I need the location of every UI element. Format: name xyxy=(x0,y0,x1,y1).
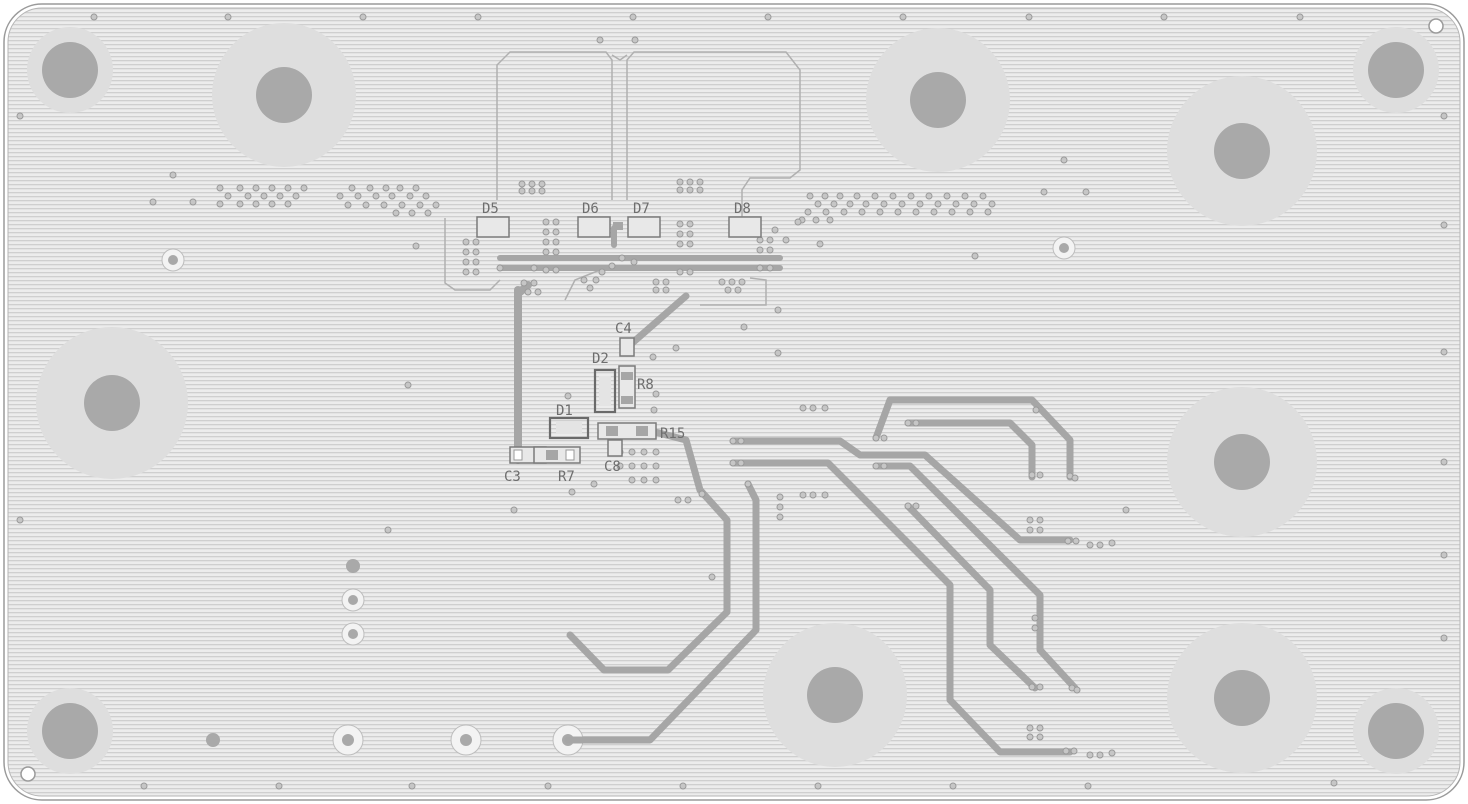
mounting-hole xyxy=(256,67,312,123)
d6-footprint xyxy=(577,216,611,238)
d7-footprint xyxy=(627,216,661,238)
c4-pads xyxy=(619,337,635,357)
mounting-hole xyxy=(1368,703,1424,759)
mounting-hole xyxy=(1368,42,1424,98)
label-d5: D5 xyxy=(482,201,499,217)
label-r7: R7 xyxy=(558,469,575,485)
through-hole-pads xyxy=(161,236,1076,756)
d5-footprint xyxy=(476,216,510,238)
d1-footprint xyxy=(548,416,590,440)
fiducial xyxy=(20,766,36,782)
label-c4: C4 xyxy=(615,321,632,337)
top-outline-traces xyxy=(444,51,801,306)
d8-footprint xyxy=(728,216,762,238)
vias xyxy=(16,13,1448,790)
mounting-hole xyxy=(910,72,966,128)
mounting-hole xyxy=(42,42,98,98)
mounting-hole xyxy=(1214,123,1270,179)
copper-traces xyxy=(497,225,1079,756)
component-footprints xyxy=(476,216,762,464)
mounting-hole xyxy=(807,667,863,723)
silkscreen-labels: D5 D6 D7 D8 C4 D2 R8 D1 R15 C8 C3 R7 xyxy=(482,201,751,485)
fiducial xyxy=(1428,18,1444,34)
label-c8: C8 xyxy=(604,459,621,475)
d2-footprint xyxy=(593,368,617,414)
label-r15: R15 xyxy=(660,426,685,442)
label-c3: C3 xyxy=(504,469,521,485)
mounting-holes xyxy=(42,42,1424,759)
label-d6: D6 xyxy=(582,201,599,217)
label-d2: D2 xyxy=(592,351,609,367)
c8-pads xyxy=(607,439,623,457)
mounting-hole xyxy=(1214,434,1270,490)
label-d8: D8 xyxy=(734,201,751,217)
mounting-hole xyxy=(42,703,98,759)
label-d1: D1 xyxy=(556,403,573,419)
copper-pour xyxy=(7,7,1461,797)
label-r8: R8 xyxy=(637,377,654,393)
label-d7: D7 xyxy=(633,201,650,217)
mounting-hole xyxy=(1214,670,1270,726)
mounting-hole xyxy=(84,375,140,431)
